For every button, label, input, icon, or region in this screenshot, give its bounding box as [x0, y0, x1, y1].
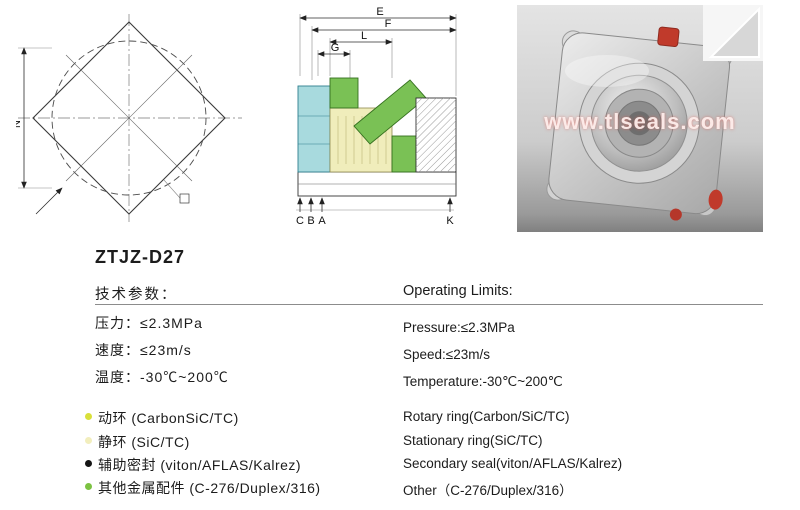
centerlines — [18, 14, 242, 222]
dim-label-b: B — [307, 215, 314, 227]
gland-block — [329, 77, 359, 109]
front-view-drawing: N — [16, 14, 242, 222]
dim-label-l: L — [361, 30, 367, 42]
bullet-dot — [85, 460, 92, 467]
dim-label-e: E — [376, 6, 383, 18]
bottom-dimensions: C B A K — [296, 197, 454, 227]
secondary-seal-zh: 辅助密封 (viton/AFLAS/Kalrez) — [98, 457, 302, 473]
seal-cartridge-body — [546, 26, 733, 221]
corner-logo — [703, 5, 763, 61]
divider-rule — [95, 304, 763, 305]
leader-arrows — [35, 179, 190, 215]
other-metal-en: Other（C-276/Duplex/316） — [403, 483, 573, 498]
stationary-ring-en: Stationary ring(SiC/TC) — [403, 433, 543, 448]
drive-collar — [297, 85, 331, 173]
watermark-text: www.tlseals.com — [544, 109, 736, 134]
dim-label-c: C — [296, 215, 304, 227]
dim-label-k: K — [446, 215, 454, 227]
dimension-n: N — [16, 47, 52, 189]
flange-outline — [32, 21, 226, 215]
diagonal-lines — [65, 54, 193, 182]
other-metal-zh: 其他金属配件 (C-276/Duplex/316) — [98, 480, 321, 496]
dim-label-g: G — [331, 42, 340, 54]
temperature-en: Temperature:-30℃~200℃ — [403, 374, 563, 389]
product-photo: www.tlseals.com — [517, 5, 763, 232]
rotary-ring-zh: 动环 (CarbonSiC/TC) — [98, 410, 239, 426]
speed-en: Speed:≤23m/s — [403, 347, 490, 362]
bullet-row-other-metal: 其他金属配件 (C-276/Duplex/316) Other（C-276/Du… — [0, 478, 800, 498]
stationary-ring-zh: 静环 (SiC/TC) — [98, 434, 190, 450]
pressure-zh: 压力：≤2.3MPa — [95, 315, 203, 331]
zh-spec-header: 技术参数： — [95, 287, 178, 303]
spec-row-pressure: 压力：≤2.3MPa Pressure:≤2.3MPa — [0, 313, 800, 337]
speed-zh: 速度：≤23m/s — [95, 342, 192, 358]
rotary-ring-en: Rotary ring(Carbon/SiC/TC) — [403, 409, 570, 424]
red-plug-side — [708, 189, 723, 210]
seal-assembly — [297, 77, 457, 197]
spec-row-speed: 速度：≤23m/s Speed:≤23m/s — [0, 340, 800, 364]
section-view-drawing: E F L G — [296, 6, 457, 227]
dim-label-n: N — [16, 120, 23, 128]
bullet-row-rotary-ring: 动环 (CarbonSiC/TC) Rotary ring(Carbon/SiC… — [0, 408, 800, 428]
bullet-dot — [85, 413, 92, 420]
corner-logo-icon — [708, 6, 760, 58]
top-dimensions: E F L G — [299, 6, 457, 57]
bullet-dot — [85, 437, 92, 444]
red-plug-top — [657, 26, 680, 47]
secondary-seal-en: Secondary seal(viton/AFLAS/Kalrez) — [403, 456, 623, 471]
bullet-row-stationary-ring: 静环 (SiC/TC) Stationary ring(SiC/TC) — [0, 432, 800, 452]
dim-label-a: A — [318, 215, 326, 227]
seat-ring — [391, 135, 417, 173]
pressure-en: Pressure:≤2.3MPa — [403, 320, 515, 335]
temperature-zh: 温度：-30℃~200℃ — [95, 369, 229, 385]
model-heading: ZTJZ-D27 — [95, 247, 186, 267]
bullet-row-secondary-seal: 辅助密封 (viton/AFLAS/Kalrez) Secondary seal… — [0, 455, 800, 475]
spec-row-temperature: 温度：-30℃~200℃ Temperature:-30℃~200℃ — [0, 367, 800, 391]
red-plug-bottom — [669, 208, 682, 221]
extension-lines — [299, 14, 457, 96]
en-spec-header: Operating Limits: — [403, 283, 513, 299]
bolt-circle — [51, 40, 207, 196]
dim-label-f: F — [385, 18, 392, 30]
bullet-dot — [85, 483, 92, 490]
